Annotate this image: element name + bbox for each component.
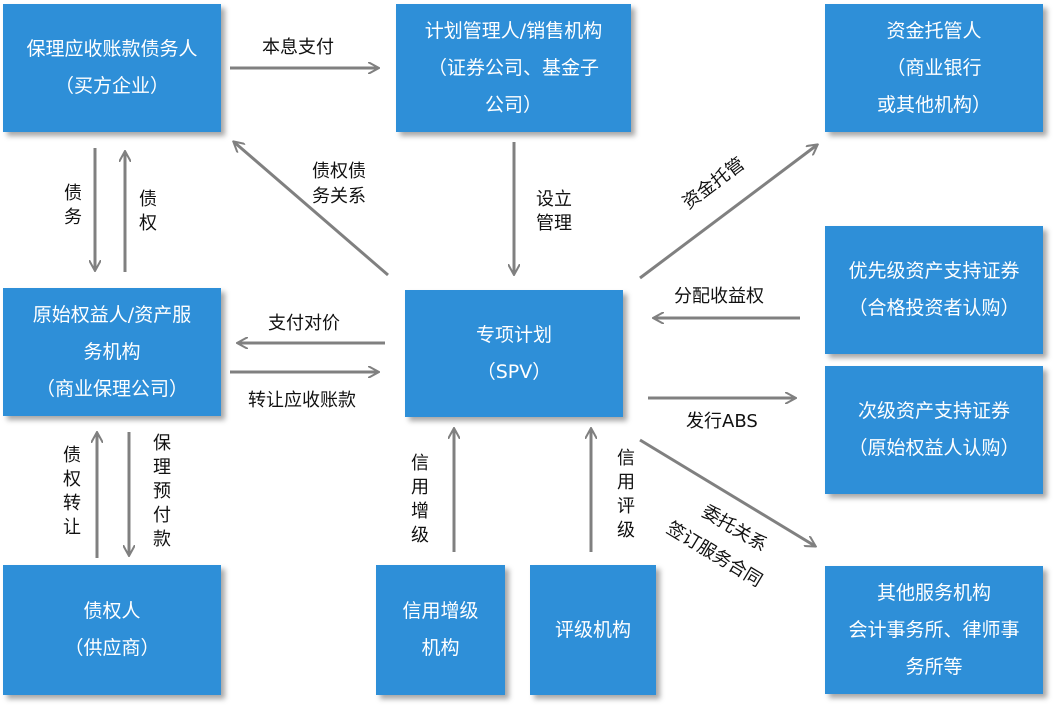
node-enhancer: 信用增级 机构 xyxy=(376,565,505,695)
node-debtor: 保理应收账款债务人 （买方企业） xyxy=(3,4,221,132)
node-senior: 优先级资产支持证券 （合格投资者认购） xyxy=(825,226,1043,354)
node-spv-line: 专项计划 xyxy=(475,323,552,346)
node-others-line: 务所等 xyxy=(905,655,963,678)
node-manager-line: 计划管理人/销售机构 xyxy=(424,19,603,42)
label-transfer-receivables: 转让应收账款 xyxy=(248,390,356,411)
label-setup-manage-2: 管理 xyxy=(536,213,572,234)
node-originator-line: 务机构 xyxy=(83,340,141,363)
node-subordinate: 次级资产支持证券 （原始权益人认购） xyxy=(825,366,1043,494)
node-others: 其他服务机构 会计事务所、律师事 务所等 xyxy=(825,566,1043,694)
node-manager-line: 公司） xyxy=(484,93,542,116)
label-debt-relation-1: 债权债 xyxy=(312,161,366,182)
node-subordinate-line: （原始权益人认购） xyxy=(848,437,1020,459)
node-subordinate-line: 次级资产支持证券 xyxy=(857,400,1010,422)
label-credit-rating: 信用评级 xyxy=(617,448,635,541)
label-setup-manage-1: 设立 xyxy=(536,189,572,210)
node-enhancer-line: 信用增级 xyxy=(402,600,479,622)
node-debtor-line: （买方企业） xyxy=(54,75,169,97)
node-manager: 计划管理人/销售机构 （证券公司、基金子 公司） xyxy=(396,4,631,132)
node-originator-line: （商业保理公司） xyxy=(35,377,188,400)
node-creditor-line: 债权人 xyxy=(83,600,141,622)
label-credit-enhance: 信用增级 xyxy=(411,453,429,546)
node-custodian-line: （商业银行 xyxy=(886,56,982,79)
node-others-line: 其他服务机构 xyxy=(876,581,991,604)
arrow-spv-to-custodian xyxy=(639,145,817,280)
label-claim-transfer: 债权转让 xyxy=(63,445,81,538)
label-principal-interest: 本息支付 xyxy=(262,37,334,58)
node-creditor-line: （供应商） xyxy=(64,637,160,659)
node-others-line: 会计事务所、律师事 xyxy=(848,618,1020,641)
label-debt: 债务 xyxy=(64,183,82,228)
node-rating-line: 评级机构 xyxy=(554,618,631,641)
label-debt-relation-2: 务关系 xyxy=(312,186,366,207)
node-spv-line: （SPV） xyxy=(476,360,552,383)
node-manager-line: （证券公司、基金子 xyxy=(427,56,599,79)
node-senior-line: （合格投资者认购） xyxy=(848,297,1020,319)
node-creditor: 债权人 （供应商） xyxy=(3,565,221,695)
node-originator-line: 原始权益人/资产服 xyxy=(32,303,192,326)
node-senior-line: 优先级资产支持证券 xyxy=(848,260,1020,282)
label-pay-consideration: 支付对价 xyxy=(268,313,340,334)
node-rating: 评级机构 xyxy=(530,565,656,695)
label-claim: 债权 xyxy=(139,189,157,234)
node-custodian-line: 或其他机构） xyxy=(876,93,991,116)
label-issue-abs: 发行ABS xyxy=(686,411,758,432)
node-spv: 专项计划 （SPV） xyxy=(405,290,623,417)
node-custodian: 资金托管人 （商业银行 或其他机构） xyxy=(825,4,1043,132)
node-originator: 原始权益人/资产服 务机构 （商业保理公司） xyxy=(3,288,221,416)
arrow-spv-to-others xyxy=(639,438,815,546)
node-custodian-line: 资金托管人 xyxy=(886,19,982,42)
arrow-spv-to-debtor xyxy=(234,142,389,277)
node-debtor-line: 保理应收账款债务人 xyxy=(26,38,198,60)
label-distribute-income: 分配收益权 xyxy=(674,286,764,307)
node-enhancer-line: 机构 xyxy=(421,637,460,659)
label-factoring-prepay: 保理预付款 xyxy=(153,433,171,550)
